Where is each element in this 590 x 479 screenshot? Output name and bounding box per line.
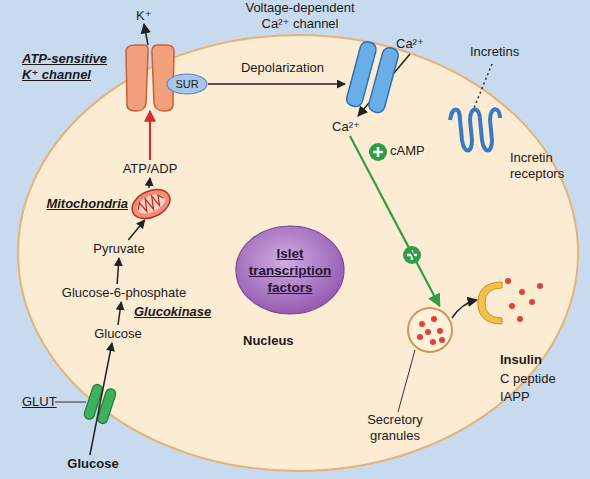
fusion-arrow bbox=[452, 300, 477, 318]
insulin-dot bbox=[517, 316, 523, 322]
subunit-ellipse bbox=[167, 74, 207, 94]
channel-half bbox=[367, 46, 400, 114]
ion-label: K⁺ bbox=[136, 8, 152, 24]
organelle-label: Nucleus bbox=[243, 333, 323, 349]
flow-arrow bbox=[118, 302, 121, 325]
channel-group bbox=[345, 40, 400, 114]
cristae bbox=[135, 192, 166, 216]
plus-cross bbox=[373, 147, 383, 157]
metabolite-node: Pyruvate bbox=[88, 240, 150, 258]
flow-arrow bbox=[149, 111, 151, 160]
nucleus-text: Islet transcription factors bbox=[240, 246, 340, 297]
receptor-label: Incretin receptors bbox=[510, 150, 588, 183]
insulin-dot bbox=[519, 289, 525, 295]
plus-circle bbox=[369, 143, 387, 161]
k-atp-channel: ATP-sensitive K⁺ channelSUR bbox=[122, 45, 178, 111]
ion-label: Ca²⁺ bbox=[396, 36, 424, 52]
beta-cell bbox=[18, 35, 578, 471]
potassium-efflux-arrow bbox=[144, 24, 148, 45]
cachan-outline bbox=[345, 42, 400, 112]
kchan-outline bbox=[122, 45, 178, 111]
metabolite-label: Pyruvate bbox=[88, 240, 150, 258]
metabolite-node: Glucose-6-phosphate bbox=[55, 284, 193, 302]
leader-line bbox=[398, 350, 415, 412]
insulin-dot bbox=[419, 321, 425, 327]
plus-symbol bbox=[369, 143, 387, 161]
flow-arrow bbox=[208, 83, 345, 85]
mito-outline bbox=[130, 188, 172, 220]
messenger-label: cAMP bbox=[390, 143, 425, 159]
exocytosis-pocket bbox=[478, 282, 502, 324]
plus-symbol bbox=[403, 246, 421, 264]
glut-transporter-symbol bbox=[83, 383, 117, 425]
glucose-node: Glucose bbox=[62, 455, 124, 473]
metabolite-node: ATP/ADP bbox=[120, 160, 180, 178]
hormone-label: Incretins bbox=[470, 44, 519, 60]
leader-line bbox=[55, 402, 86, 403]
plus-circle bbox=[403, 246, 421, 264]
metabolite-node: Glucose bbox=[88, 325, 148, 343]
incretin-binding-line bbox=[474, 64, 492, 108]
granule-label: Secretory granules bbox=[350, 412, 440, 445]
insulin-dot bbox=[425, 329, 431, 335]
edge-label: Depolarization bbox=[233, 60, 333, 76]
nucleus-ellipse: Islet transcription factorsNucleus bbox=[235, 225, 345, 315]
metabolite-label: Glucose bbox=[62, 455, 124, 473]
channel-half bbox=[126, 45, 148, 111]
insulin-dot bbox=[537, 283, 543, 289]
channel-label: ATP-sensitive K⁺ channel bbox=[22, 51, 118, 84]
sur-subunit: SUR bbox=[166, 73, 208, 95]
organelle-label: Mitochondria bbox=[46, 196, 128, 212]
insulin-dot bbox=[439, 337, 445, 343]
insulin-dot bbox=[509, 303, 515, 309]
product-label: C peptide bbox=[500, 371, 556, 387]
matrix bbox=[134, 190, 168, 217]
plus-cross bbox=[407, 250, 417, 260]
transporter-label: GLUT bbox=[22, 394, 57, 410]
subunit-label: SUR bbox=[166, 73, 208, 95]
granule-membrane bbox=[408, 308, 452, 352]
ion-label-node: Ca²⁺ bbox=[326, 118, 366, 136]
secretory-granule: Secretory granules bbox=[406, 306, 454, 354]
enzyme-label: Glucokinase bbox=[134, 304, 211, 320]
metabolite-label: Glucose-6-phosphate bbox=[55, 284, 193, 302]
product-label: Insulin bbox=[500, 352, 542, 368]
mitochondrion-group bbox=[127, 184, 174, 224]
channel-label: Voltage-dependent Ca²⁺ channel bbox=[235, 0, 365, 33]
calcium-channel: Voltage-dependent Ca²⁺ channel bbox=[345, 42, 400, 112]
nucleus-ellipse bbox=[236, 226, 344, 314]
flow-arrow bbox=[149, 178, 150, 188]
insulin-dot bbox=[529, 299, 535, 305]
flow-arrow bbox=[350, 136, 440, 306]
granule-outline bbox=[406, 306, 454, 354]
insulin-dot bbox=[505, 278, 511, 284]
glut-half bbox=[96, 387, 117, 424]
flow-arrow bbox=[128, 220, 144, 240]
ion-label: Ca²⁺ bbox=[326, 118, 366, 136]
product-label: IAPP bbox=[500, 389, 530, 405]
incretin-receptor-symbol bbox=[450, 109, 500, 150]
mitochondrion: Mitochondria bbox=[130, 188, 172, 220]
flow-arrow bbox=[90, 343, 112, 455]
insulin-dot bbox=[437, 328, 443, 334]
insulin-dot bbox=[431, 316, 437, 322]
insulin-dot bbox=[417, 334, 423, 340]
outer-membrane bbox=[127, 184, 174, 224]
released-insulin-dots bbox=[505, 278, 543, 322]
flow-arrow bbox=[117, 258, 119, 284]
metabolite-label: Glucose bbox=[88, 325, 148, 343]
metabolite-label: ATP/ADP bbox=[120, 160, 180, 178]
insulin-dot bbox=[430, 339, 436, 345]
